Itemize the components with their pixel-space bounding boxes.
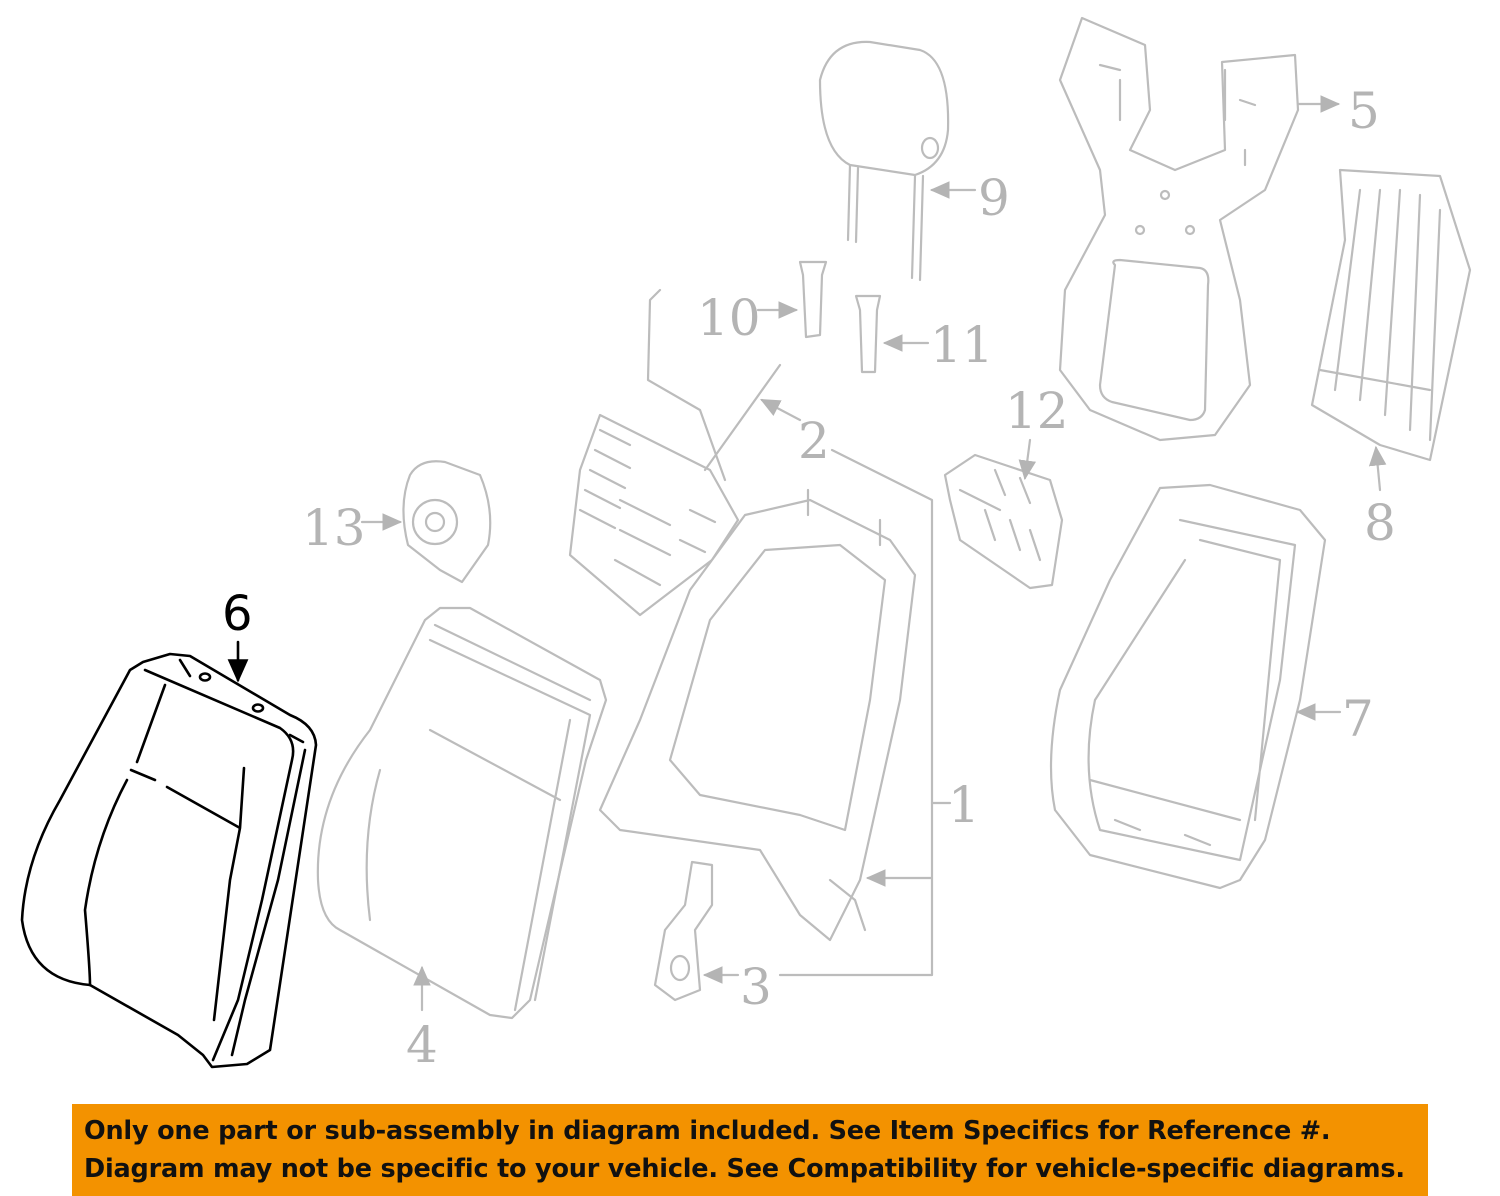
disclaimer-line-2: Diagram may not be specific to your vehi… bbox=[84, 1154, 1405, 1184]
part-1-frame bbox=[598, 488, 917, 942]
part-7-back-cover bbox=[1049, 483, 1327, 890]
part-12-bracket bbox=[943, 453, 1064, 590]
callout-7: 7 bbox=[1342, 690, 1374, 748]
callout-8: 8 bbox=[1364, 494, 1396, 552]
callout-9: 9 bbox=[978, 169, 1010, 227]
callout-13: 13 bbox=[302, 499, 366, 557]
callout-11: 11 bbox=[930, 316, 994, 374]
callout-10: 10 bbox=[697, 289, 761, 347]
part-2-lumbar-support bbox=[568, 288, 782, 617]
disclaimer-banner: Only one part or sub-assembly in diagram… bbox=[72, 1104, 1428, 1196]
disclaimer-line-1: Only one part or sub-assembly in diagram… bbox=[84, 1116, 1331, 1146]
callout-12: 12 bbox=[1005, 382, 1069, 440]
part-3-recliner bbox=[653, 860, 714, 1002]
part-5-back-panel bbox=[1058, 16, 1300, 442]
leader-lines bbox=[227, 95, 1387, 1012]
part-13-motor bbox=[402, 460, 492, 584]
part-8-trim-panel bbox=[1310, 168, 1472, 462]
part-11-guide bbox=[854, 294, 882, 374]
callout-4: 4 bbox=[406, 1016, 438, 1074]
part-6-seatback-cover-highlighted bbox=[20, 652, 318, 1069]
part-9-headrest bbox=[818, 40, 950, 282]
part-4-cushion-pad bbox=[316, 606, 608, 1020]
part-10-guide bbox=[798, 260, 828, 339]
callout-3: 3 bbox=[740, 958, 772, 1016]
callout-5: 5 bbox=[1348, 82, 1380, 140]
callout-6: 6 bbox=[222, 586, 253, 642]
callout-2: 2 bbox=[798, 412, 830, 470]
callout-1: 1 bbox=[948, 776, 980, 834]
